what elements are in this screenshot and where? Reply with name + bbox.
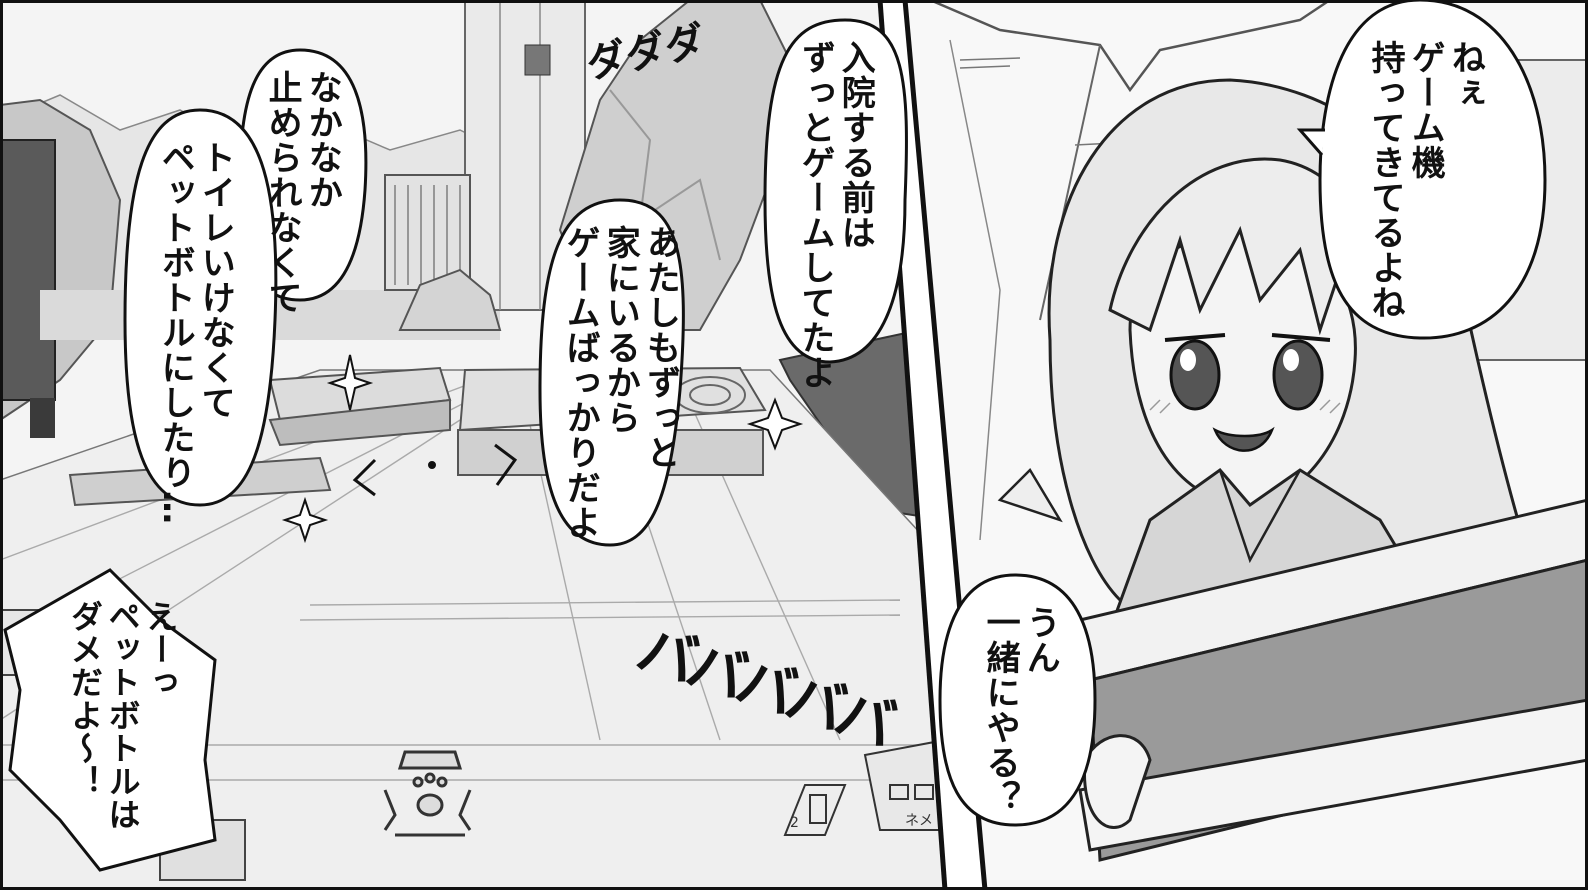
- hud-slot-number: 2: [790, 815, 799, 831]
- speech-bubble-ee: えーっ ペットボトルは ダメだよ〜！: [65, 600, 180, 831]
- bubble-shape-toire: [123, 108, 278, 507]
- bubble-shape-nee: [1318, 0, 1547, 340]
- speech-bubble-nakanaka: なかなか 止められなくて: [262, 70, 343, 315]
- crosshair-icon: [352, 443, 518, 497]
- bubble-shape-nyuuin: [763, 18, 908, 364]
- speech-bubble-atashi: あたしもずっと 家にいるから ゲームばっかりだよ: [560, 225, 681, 540]
- paw-icon: [383, 750, 472, 837]
- speech-bubble-nee: ねぇ ゲーム機 持ってきてるよね: [1365, 40, 1486, 320]
- bubble-shape-ee: [3, 568, 217, 872]
- speech-bubble-toire: トイレいけなくて ペットボトルにしたり…: [155, 140, 236, 525]
- speech-bubble-un: うん 一緒にやる？: [980, 605, 1061, 815]
- speech-bubble-nyuuin: 入院する前は ずっとゲームしてたよ: [795, 40, 876, 390]
- hud-item-label: ネメ: [905, 813, 933, 829]
- bubble-shape-un: [938, 573, 1097, 827]
- bubble-shape-atashi: [538, 198, 685, 547]
